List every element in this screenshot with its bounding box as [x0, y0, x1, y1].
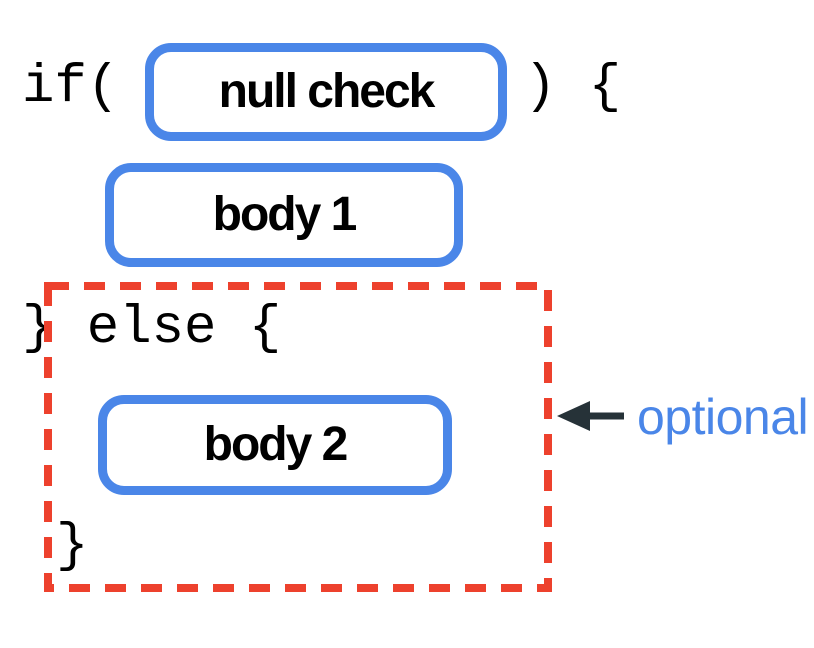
- body2-box: body 2: [98, 395, 452, 495]
- left-arrow-icon: [557, 401, 624, 431]
- left-arrow-head: [557, 401, 590, 431]
- code-else-line: } else {: [22, 298, 282, 359]
- body1-box-label: body 1: [212, 188, 358, 241]
- body2-box-label: body 2: [203, 418, 349, 471]
- code-if-open: if(: [22, 57, 120, 118]
- optional-label: optional: [637, 389, 809, 445]
- left-arrow-shaft: [588, 412, 624, 420]
- condition-box: null check: [145, 43, 507, 141]
- condition-box-label: null check: [218, 65, 436, 118]
- code-if-close: ) {: [524, 57, 622, 118]
- body1-box: body 1: [105, 163, 463, 267]
- code-closing-brace: }: [56, 516, 89, 577]
